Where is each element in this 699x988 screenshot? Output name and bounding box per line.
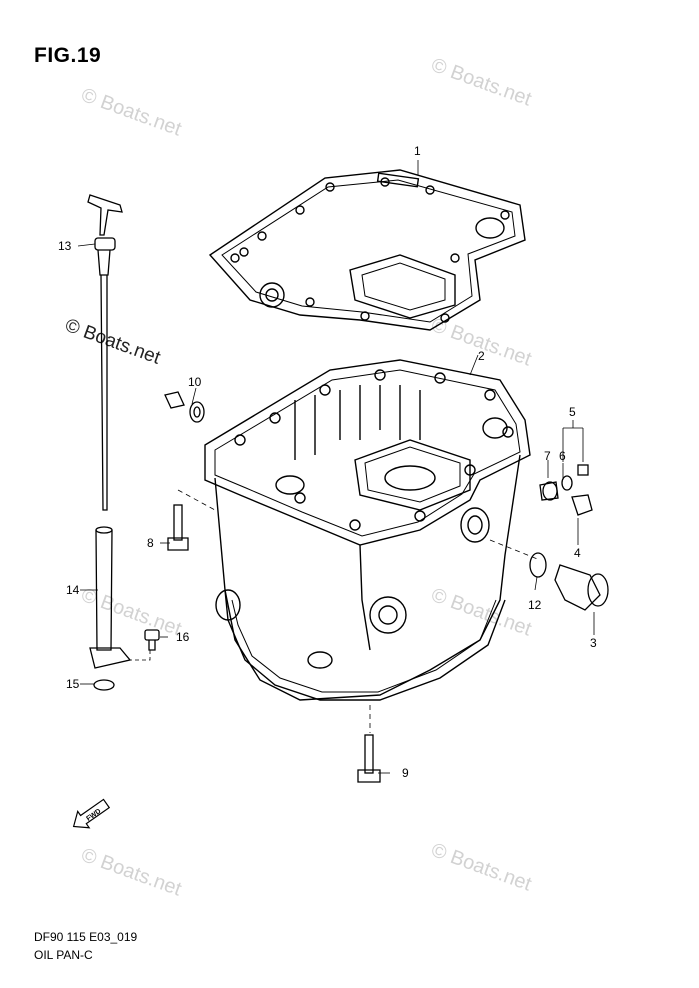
callout-9: 9	[402, 766, 409, 780]
callout-labels: 1 2 3 4 5 6 7 8 9 10 12 13 14 15 16	[58, 144, 597, 780]
o-ring-part-15	[93, 679, 115, 691]
oil-pan-body	[204, 359, 531, 701]
drawing-code: DF90 115 E03_019	[34, 930, 138, 944]
watermark-text: © Boats.net	[428, 584, 534, 641]
bolt-part-4	[571, 464, 593, 516]
leader-lines	[77, 160, 595, 774]
watermark-text: © Boats.net	[428, 54, 534, 111]
bolt-part-8	[167, 504, 189, 551]
callout-3: 3	[590, 636, 597, 650]
callout-16: 16	[176, 630, 190, 644]
callout-6: 6	[559, 449, 566, 463]
callout-8: 8	[147, 536, 154, 550]
drain-plug-part-3	[554, 564, 609, 611]
callout-1: 1	[414, 144, 421, 158]
callout-4: 4	[574, 546, 581, 560]
watermark-text: © Boats.net	[78, 584, 184, 641]
fitting-part-10	[164, 391, 205, 423]
callout-13: 13	[58, 239, 72, 253]
callout-2: 2	[478, 349, 485, 363]
callout-5: 5	[569, 405, 576, 419]
watermark-text: © Boats.net	[78, 844, 184, 901]
washer-part-6	[561, 475, 573, 491]
callout-7: 7	[544, 449, 551, 463]
callout-14: 14	[66, 583, 80, 597]
bolt-part-9	[357, 734, 381, 783]
callout-10: 10	[188, 375, 202, 389]
gasket-part	[208, 169, 526, 331]
section-name: OIL PAN-C	[34, 948, 93, 962]
figure-title: FIG.19	[34, 44, 102, 67]
watermark-text: © Boats.net	[62, 315, 163, 369]
watermark-text: © Boats.net	[428, 839, 534, 896]
washer-part-12	[529, 552, 547, 578]
union-part-7	[539, 481, 559, 501]
watermark-text: © Boats.net	[78, 84, 184, 141]
callout-12: 12	[528, 598, 542, 612]
forward-arrow-icon: FWD	[72, 798, 111, 829]
callout-15: 15	[66, 677, 80, 691]
bolt-part-16	[144, 629, 160, 651]
